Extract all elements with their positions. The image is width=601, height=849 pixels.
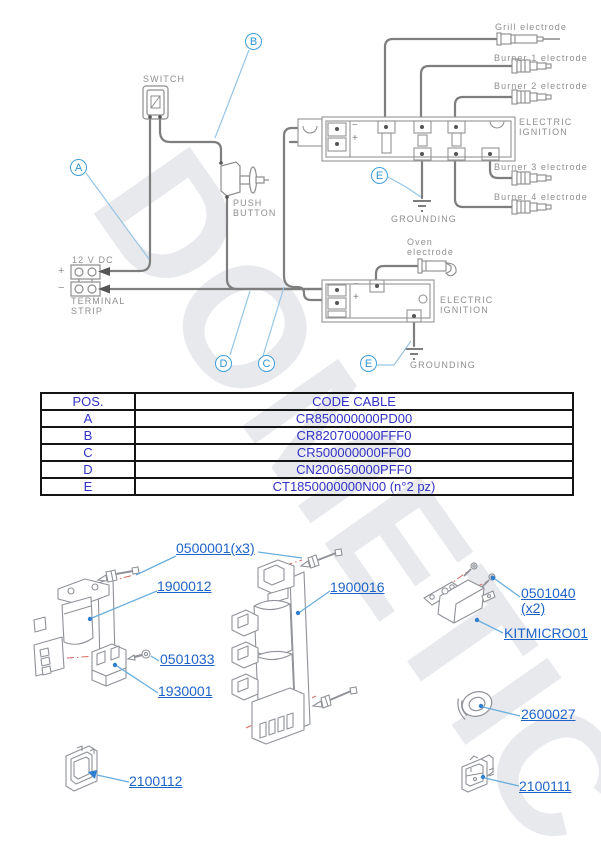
screw-0501033-drawing: [126, 649, 151, 661]
supply-label: 12 V DC: [72, 255, 114, 265]
part-label-0500001: 0500001(x3): [176, 540, 255, 556]
table-header-row: POS. CODE CABLE: [40, 392, 574, 411]
code-cell: CR850000000PD00: [134, 409, 574, 428]
part-2600027-drawing: [457, 691, 493, 720]
table-row: D CN200650000PFF0: [40, 460, 574, 479]
burner3-electrode-label: Burner 3 electrode: [494, 162, 588, 172]
callout-a: A: [70, 159, 87, 176]
part-2100112-drawing: [65, 745, 98, 792]
minus-sign: −: [58, 282, 65, 294]
switch-label: SWITCH: [143, 74, 186, 84]
grill-electrode-drawing: [496, 32, 560, 46]
part-leader-lines: [91, 551, 521, 787]
pos-cell: A: [40, 409, 136, 428]
part-kitmicro-drawing: [423, 579, 496, 624]
code-cell: CR820700000FFF0: [134, 426, 574, 445]
callout-b: B: [245, 33, 262, 50]
code-cable-table: POS. CODE CABLE A CR850000000PD00 B CR82…: [40, 392, 574, 496]
part-label-kitmicro01: KITMICRO01: [504, 625, 589, 641]
switch-drawing: [142, 85, 169, 120]
grounding-symbol-lower: [405, 348, 423, 360]
upper-box-minus: −: [352, 120, 358, 131]
part-label-2600027: 2600027: [521, 706, 576, 722]
lower-ignition-box: [321, 279, 435, 323]
callout-d: D: [215, 355, 232, 372]
callout-e-lower: E: [360, 355, 377, 372]
wiring-diagram: [70, 32, 560, 366]
table-row: E CT1850000000N00 (n°2 pz): [40, 477, 574, 496]
parts-diagram: [33, 548, 521, 793]
part-1930001-drawing: [91, 643, 127, 687]
part-1900016-drawing: [231, 559, 311, 745]
pos-cell: B: [40, 426, 136, 445]
electric-ignition-upper-label: ELECTRIC IGNITION: [519, 117, 573, 137]
terminal-strip-label: TERMINAL STRIP: [71, 296, 126, 316]
burner-electrode-drawings: [511, 58, 552, 215]
code-cell: CN200650000PFF0: [134, 460, 574, 479]
upper-ignition-box: [297, 116, 516, 162]
part-leader-dots: [87, 575, 496, 780]
callout-leaders: [85, 49, 422, 366]
part-label-2100112: 2100112: [129, 773, 183, 789]
plus-sign: +: [58, 265, 65, 277]
code-cell: CT1850000000N00 (n°2 pz): [134, 477, 574, 496]
upper-box-plus: +: [352, 133, 358, 144]
table-row: B CR820700000FFF0: [40, 426, 574, 445]
table-row: A CR850000000PD00: [40, 409, 574, 428]
part-label-1930001: 1930001: [158, 683, 213, 699]
lower-box-minus: −: [353, 279, 359, 290]
screw-0500001-drawing: [96, 548, 358, 709]
part-label-0501033: 0501033: [160, 651, 215, 667]
oven-electrode-label: Oven electrode: [407, 237, 454, 257]
callout-e-upper: E: [371, 167, 388, 184]
code-header: CODE CABLE: [134, 392, 574, 411]
pos-header: POS.: [40, 392, 136, 411]
pos-cell: E: [40, 477, 136, 496]
push-button-drawing: [219, 161, 269, 199]
part-label-1900012: 1900012: [157, 578, 212, 594]
callout-c: C: [258, 355, 275, 372]
table-row: C CR500000000FF00: [40, 443, 574, 462]
burner2-electrode-label: Burner 2 electrode: [494, 81, 588, 91]
part-label-0501040: 0501040 (x2): [521, 585, 576, 616]
oven-electrode-drawing: [417, 258, 457, 277]
grounding-symbol-upper: [413, 200, 431, 212]
lower-box-plus: +: [353, 292, 359, 303]
part-label-2100111: 2100111: [519, 778, 572, 794]
push-button-label: PUSH BUTTON: [233, 198, 277, 218]
grill-electrode-label: Grill electrode: [495, 22, 568, 32]
terminal-strip-drawing: [70, 264, 110, 297]
grounding-lower-label: GROUNDING: [410, 360, 476, 370]
burner4-electrode-label: Burner 4 electrode: [494, 192, 588, 202]
pos-cell: C: [40, 443, 136, 462]
burner1-electrode-label: Burner 1 electrode: [494, 53, 588, 63]
pos-cell: D: [40, 460, 136, 479]
part-2100111-drawing: [461, 754, 495, 793]
grounding-upper-label: GROUNDING: [391, 214, 457, 224]
code-cell: CR500000000FF00: [134, 443, 574, 462]
part-label-1900016: 1900016: [330, 579, 385, 595]
electric-ignition-lower-label: ELECTRIC IGNITION: [440, 295, 494, 315]
part-1900012-drawing: [33, 577, 116, 677]
